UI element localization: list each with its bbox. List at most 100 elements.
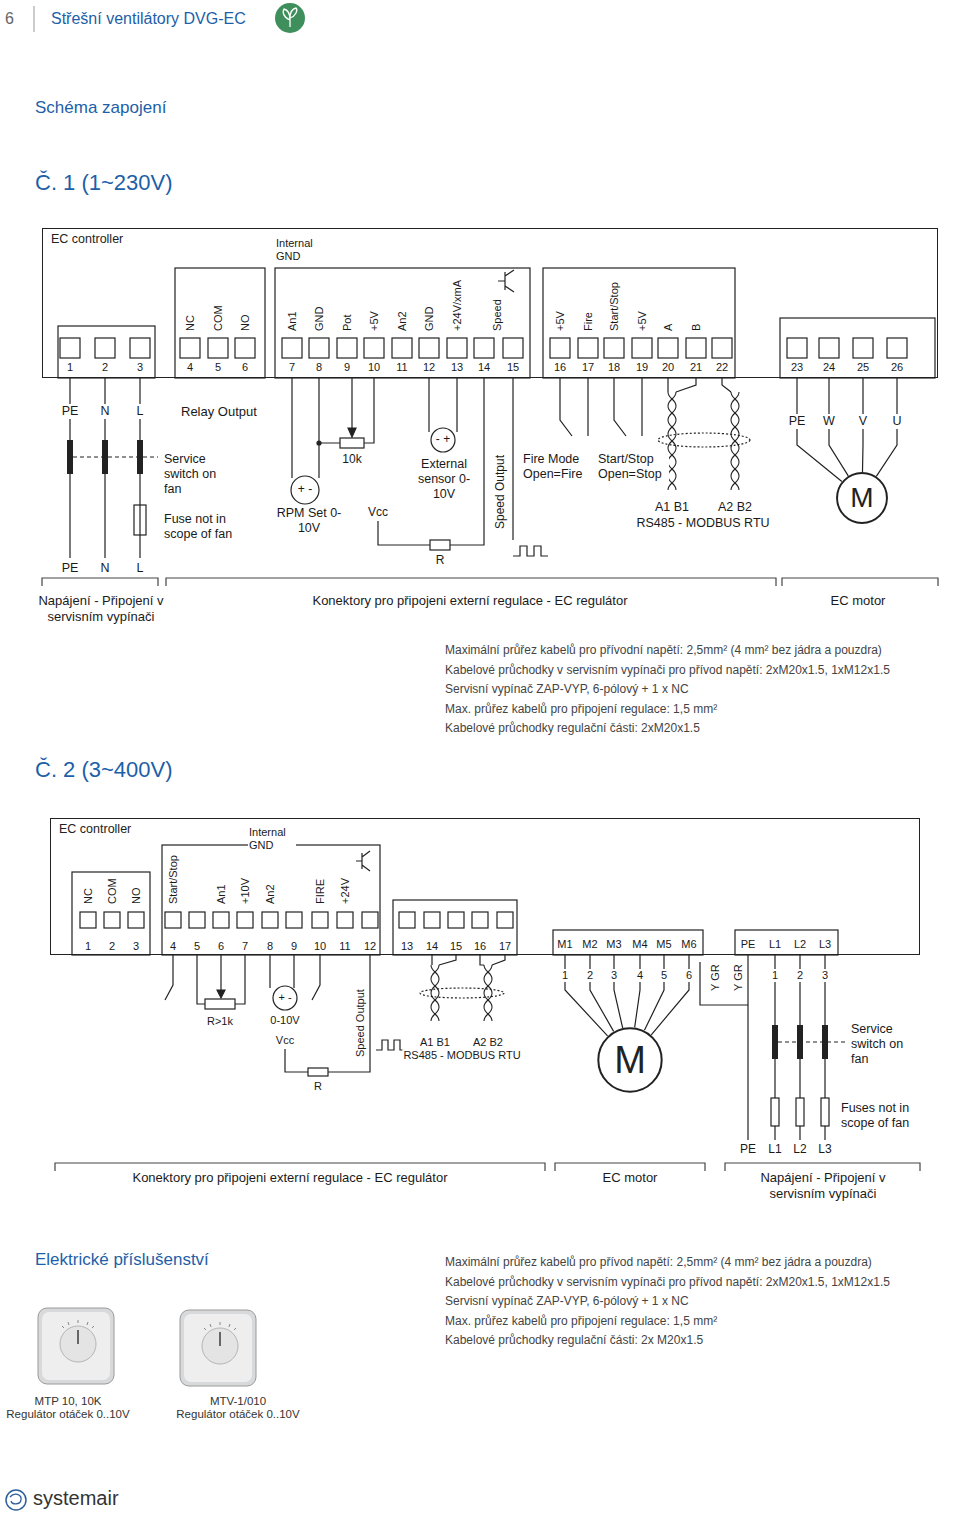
- terminal-number: 2: [101, 361, 109, 374]
- diagram-title: Schéma zapojení: [34, 98, 167, 118]
- bus-label: RS485 - MODBUS RTU: [402, 1049, 521, 1062]
- group-caption: Konektory pro připojeni externí regulace…: [311, 593, 628, 609]
- terminal-number: 6: [241, 361, 249, 374]
- wire-connector: [876, 378, 897, 476]
- terminal-label: COM: [212, 304, 225, 332]
- terminal-number: 17: [498, 940, 512, 953]
- note-text: Kabelové průchodky v servisním vypínači …: [444, 1275, 891, 1289]
- terminal-label: +5V: [368, 310, 381, 332]
- wire-connector: [829, 378, 848, 476]
- terminal-label: M3: [605, 938, 622, 951]
- wire-label: 3: [610, 969, 618, 982]
- wire-label: L1: [767, 1142, 782, 1156]
- page-number: 6: [4, 9, 15, 28]
- wire-label: A2 B2: [472, 1036, 504, 1049]
- terminal-label: Start/Stop: [608, 281, 621, 332]
- terminal-label: FIRE: [314, 878, 327, 905]
- terminal-number: 5: [214, 361, 222, 374]
- terminal-number: 9: [343, 361, 351, 374]
- terminal-label: Internal GND: [248, 826, 296, 852]
- wire-label: U: [891, 414, 902, 429]
- wire-label: Y GR: [709, 963, 722, 992]
- wire-connector: [565, 955, 608, 1036]
- terminal-label: L3: [818, 938, 832, 951]
- wire-connector: [651, 955, 689, 1035]
- terminal-number: 16: [553, 361, 567, 374]
- terminal-number: 13: [450, 361, 464, 374]
- page-header: Střešní ventilátory DVG-EC: [50, 9, 247, 28]
- wire-label: L: [136, 404, 145, 419]
- wire-connector: [862, 378, 864, 472]
- terminal-number: 8: [266, 940, 274, 953]
- motor-symbol: M: [850, 482, 873, 514]
- terminal-label: Fire: [582, 311, 595, 332]
- wire-label: A1 B1: [419, 1036, 451, 1049]
- terminal-label: L1: [768, 938, 782, 951]
- note-text: Maximální průřez kabelů pro přívod napět…: [444, 1255, 873, 1269]
- terminal-label: +24V/xmA: [451, 279, 464, 332]
- group-caption: Napájení - Připojení v servisním vypínač…: [747, 1170, 899, 1202]
- wire-label: 1: [561, 969, 569, 982]
- wire-label: A1 B1: [654, 500, 690, 515]
- wire-connector: [644, 955, 664, 1030]
- wire-label: N: [99, 561, 110, 576]
- terminal-label: M6: [680, 938, 697, 951]
- polarity-label: - +: [435, 432, 451, 446]
- terminal-label: PE: [740, 938, 757, 951]
- terminal-number: 24: [822, 361, 836, 374]
- section-heading: Č. 2 (3~400V): [34, 757, 174, 783]
- group-caption: Konektory pro připojeni externí regulace…: [131, 1170, 448, 1186]
- wire-connector: [635, 955, 640, 1027]
- terminal-number: 17: [581, 361, 595, 374]
- component-label: 0-10V: [269, 1014, 300, 1027]
- note-text: Max. průřez kabelů pro připojení regulac…: [444, 1314, 718, 1328]
- terminal-number: 19: [635, 361, 649, 374]
- terminal-label: +5V: [636, 310, 649, 332]
- terminal-label: An2: [264, 883, 277, 905]
- note-text: Kabelové průchodky regulační části: 2xM2…: [444, 721, 701, 735]
- motor-circle: M: [836, 472, 888, 524]
- group-caption: Napájení - Připojení v servisním vypínač…: [30, 593, 172, 625]
- terminal-label: NC: [184, 314, 197, 332]
- terminal-number: 25: [856, 361, 870, 374]
- terminal-number: 4: [186, 361, 194, 374]
- component-label: RPM Set 0-10V: [273, 506, 345, 536]
- terminal-number: 3: [136, 361, 144, 374]
- terminal-label: An2: [396, 310, 409, 332]
- component-label: Service switch on fan: [163, 452, 231, 497]
- component-label: R: [313, 1080, 323, 1093]
- terminal-number: 15: [449, 940, 463, 953]
- box-heading: EC controller: [51, 819, 919, 839]
- component-label: 10k: [341, 452, 362, 466]
- terminal-label: Speed: [491, 298, 504, 332]
- wire-label: 5: [660, 969, 668, 982]
- component-label: External sensor 0-10V: [410, 457, 478, 502]
- wire-label: A2 B2: [717, 500, 753, 515]
- terminal-number: 7: [288, 361, 296, 374]
- signal-label: Start/Stop Open=Stop: [597, 452, 669, 482]
- terminal-number: 8: [315, 361, 323, 374]
- terminal-number: 12: [422, 361, 436, 374]
- note-text: Max. průřez kabelů pro připojení regulac…: [444, 702, 718, 716]
- terminal-label: NO: [130, 887, 143, 906]
- wire-label: L2: [792, 1142, 807, 1156]
- terminal-label: An1: [215, 883, 228, 905]
- terminal-number: 11: [338, 940, 351, 953]
- terminal-number: 16: [473, 940, 487, 953]
- terminal-number: 14: [477, 361, 491, 374]
- wire-label: Y GR: [732, 963, 745, 992]
- wire-label: PE: [61, 404, 80, 419]
- terminal-label: Pot: [341, 313, 354, 332]
- signal-label: Speed Output: [354, 988, 367, 1058]
- terminal-label: +10V: [239, 877, 252, 905]
- terminal-number: 18: [607, 361, 621, 374]
- wire-label: 6: [685, 969, 693, 982]
- component-label: Fuses not in scope of fan: [840, 1101, 934, 1131]
- terminal-label: NC: [82, 887, 95, 905]
- wire-label: PE: [788, 414, 807, 429]
- terminal-label: B: [690, 323, 703, 332]
- terminal-label: M1: [556, 938, 573, 951]
